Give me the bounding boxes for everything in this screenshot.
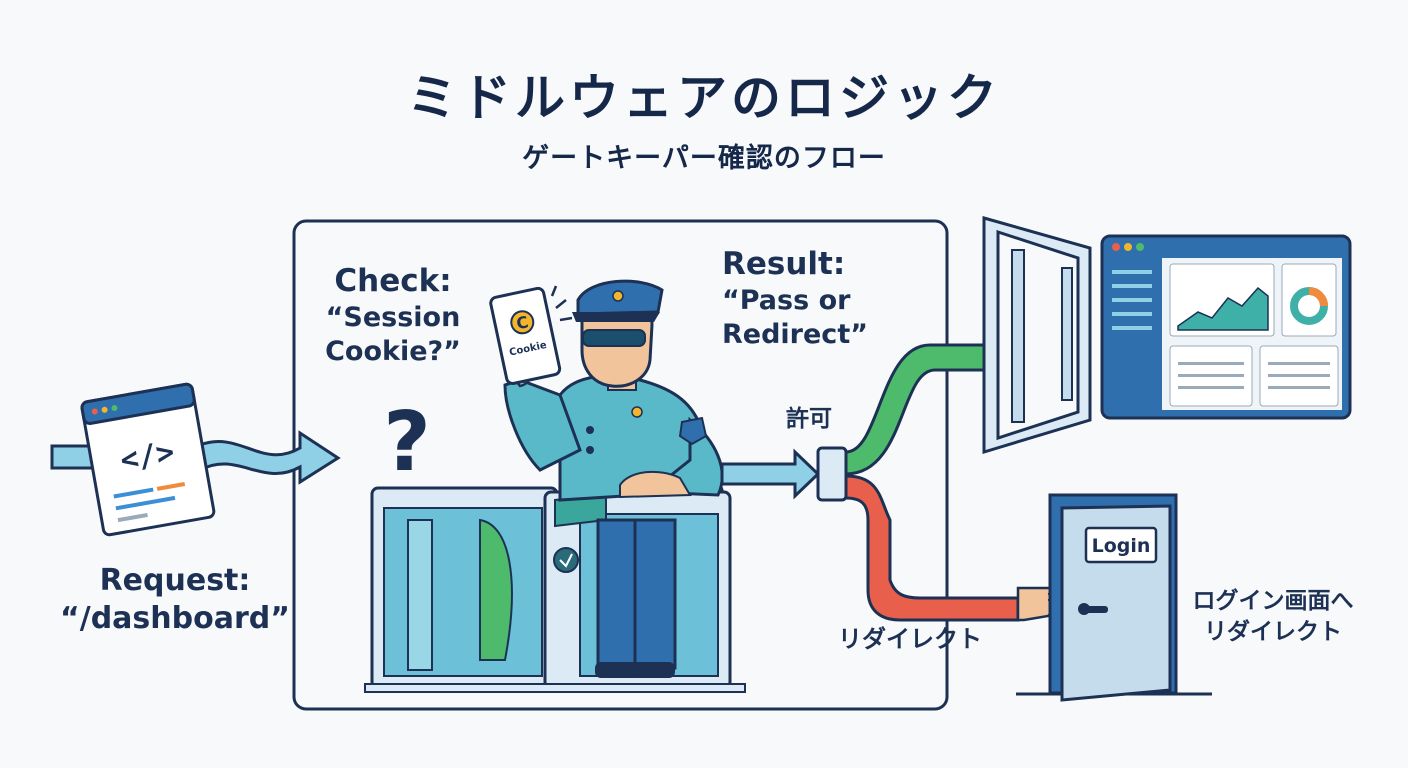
result-label: Result: “Pass or Redirect” (722, 245, 868, 351)
check-label-line3: Cookie?” (325, 335, 461, 367)
security-guard-icon (503, 279, 725, 678)
login-door-icon: Login (1016, 493, 1212, 702)
result-label-line2: “Pass or (722, 284, 851, 316)
login-screen-label: ログイン画面へ リダイレクト (1178, 586, 1368, 648)
cookie-ticket-icon: C Cookie (489, 286, 562, 386)
result-label-line3: Redirect” (722, 318, 868, 350)
turnstile-icon (364, 486, 746, 693)
page-title: ミドルウェアのロジック (407, 69, 1001, 127)
open-door-icon (982, 216, 1092, 455)
check-label: Check: “Session Cookie?” (318, 262, 468, 368)
question-mark-icon: ? (383, 395, 431, 490)
code-window-icon: </> (80, 382, 216, 537)
redirect-path-arrow (844, 474, 1020, 622)
gate-exit-arrow (720, 448, 821, 500)
allow-label: 許可 (786, 406, 832, 432)
door-sign: Login (1092, 535, 1151, 557)
page-subtitle: ゲートキーパー確認のフロー (522, 143, 886, 174)
check-label-line2: “Session (325, 301, 461, 333)
result-label-line1: Result: (722, 246, 846, 282)
ticket-letter: C (515, 312, 530, 333)
request-label: Request: “/dashboard” (50, 562, 300, 637)
request-label-line2: “/dashboard” (60, 600, 290, 636)
login-screen-label-line1: ログイン画面へ (1192, 588, 1354, 614)
junction-box (816, 446, 848, 502)
redirect-label: リダイレクト (838, 625, 982, 653)
check-label-line1: Check: (334, 263, 452, 299)
dashboard-window-icon (1100, 234, 1352, 420)
request-label-line1: Request: (99, 563, 251, 598)
login-screen-label-line2: リダイレクト (1204, 619, 1342, 646)
